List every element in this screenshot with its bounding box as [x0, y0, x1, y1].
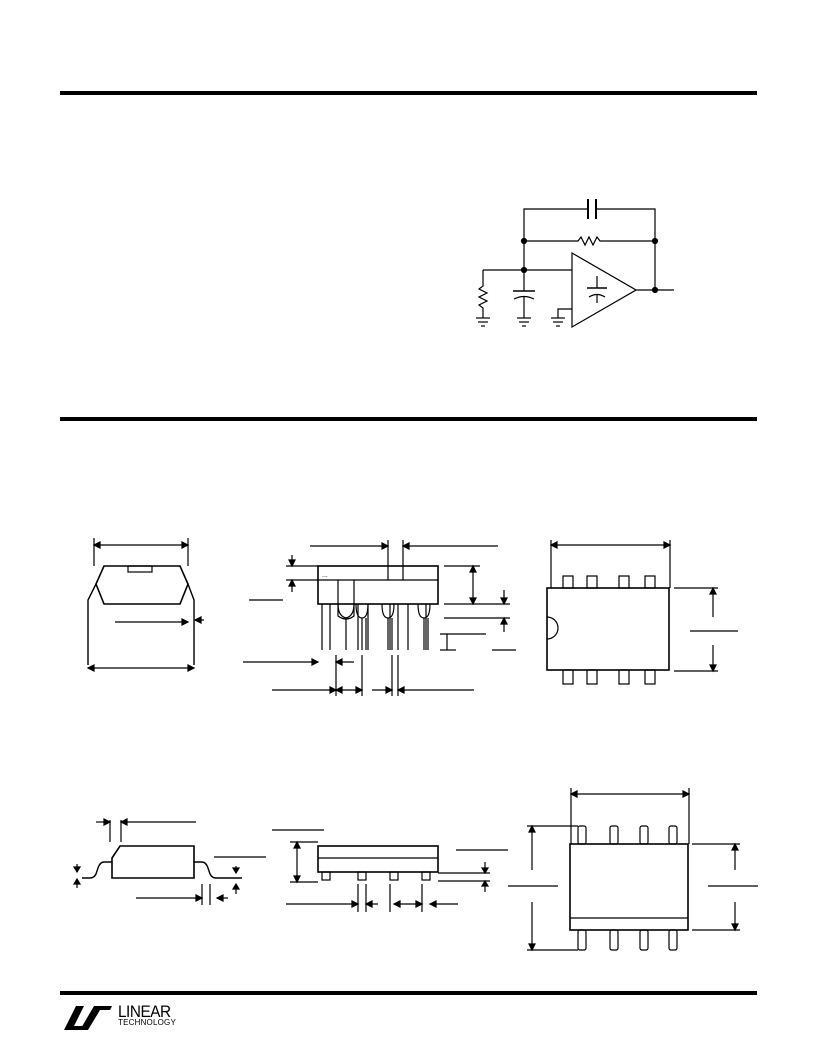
opamp-circuit-schematic — [476, 199, 674, 329]
so-top-view-drawing — [508, 788, 758, 952]
svg-text:...: ... — [322, 572, 328, 579]
dip-side-view-drawing: ... — [243, 540, 516, 696]
middle-rule — [60, 417, 757, 421]
lt-logo-icon — [64, 1006, 112, 1030]
dip-end-view-drawing — [86, 538, 204, 672]
dip-top-view-drawing — [546, 540, 738, 685]
opamp-symbol — [571, 251, 638, 329]
linear-technology-logo: LINEAR TECHNOLOGY — [114, 1003, 176, 1027]
top-rule — [60, 91, 757, 95]
so-side-view-drawing — [272, 829, 508, 912]
logo-name-line1: LINEAR — [118, 1002, 171, 1021]
logo-name-line2: TECHNOLOGY — [118, 1018, 177, 1027]
logo-wordmark: LINEAR TECHNOLOGY — [118, 1003, 176, 1027]
so-end-view-drawing — [72, 818, 266, 905]
footer-rule — [60, 991, 757, 995]
